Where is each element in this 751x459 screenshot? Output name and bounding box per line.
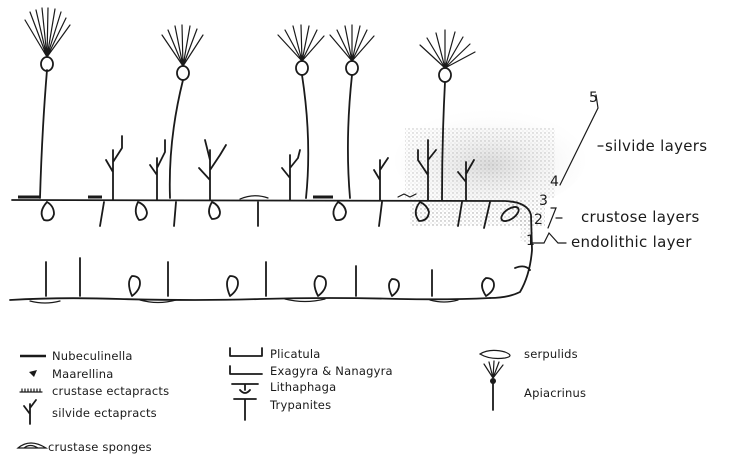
legend-label: crustase ectapracts [52, 384, 169, 398]
legend-label: Trypanites [269, 398, 331, 412]
silvide-ectapracts-icon [24, 400, 36, 424]
legend-col1: Nubeculinella Maarellina crustase ectapr… [18, 349, 169, 454]
apiacrinus-icon [484, 361, 503, 410]
silvide-number-5: 5 [589, 90, 598, 106]
crinoid [330, 25, 374, 198]
crustose-number-3: 3 [539, 193, 548, 209]
lower-borings [46, 258, 530, 296]
crustase-sponges-icon [18, 443, 46, 448]
legend-col2: Plicatula Exagyra & Nanagyra Lithaphaga … [230, 347, 393, 420]
legend-label: crustase sponges [48, 440, 152, 454]
maarellina-icon [29, 370, 37, 377]
serpulids-icon [480, 350, 510, 358]
silvide-layers-label: silvide layers [605, 137, 707, 155]
endolithic-layer-label: endolithic layer [571, 233, 692, 251]
crinoid [25, 8, 70, 198]
legend-label: serpulids [524, 347, 578, 361]
legend-label: Exagyra & Nanagyra [270, 364, 393, 378]
crustose-layers-label: crustose layers [581, 208, 700, 226]
legend-col3: serpulids Apiacrinus [480, 347, 586, 410]
legend: Nubeculinella Maarellina crustase ectapr… [18, 347, 586, 454]
legend-label: Apiacrinus [524, 386, 586, 400]
trypanites-icon [234, 399, 256, 420]
lithaphaga-icon [232, 384, 258, 393]
crustase-ectapracts-icon [20, 389, 42, 392]
legend-label: Lithaphaga [270, 380, 336, 394]
surface-encrusters [18, 194, 416, 199]
legend-label: Maarellina [52, 367, 114, 381]
endolithic-number-1: 1 [526, 233, 535, 249]
silvide-number-4: 4 [550, 174, 559, 190]
plicatula-icon [230, 348, 262, 356]
exagyra-nanagyra-icon [230, 366, 262, 374]
legend-label: Plicatula [270, 347, 321, 361]
legend-label: silvide ectapracts [52, 406, 157, 420]
crinoid [162, 25, 203, 198]
crustose-number-2: 2 [534, 212, 543, 228]
legend-label: Nubeculinella [52, 349, 133, 363]
